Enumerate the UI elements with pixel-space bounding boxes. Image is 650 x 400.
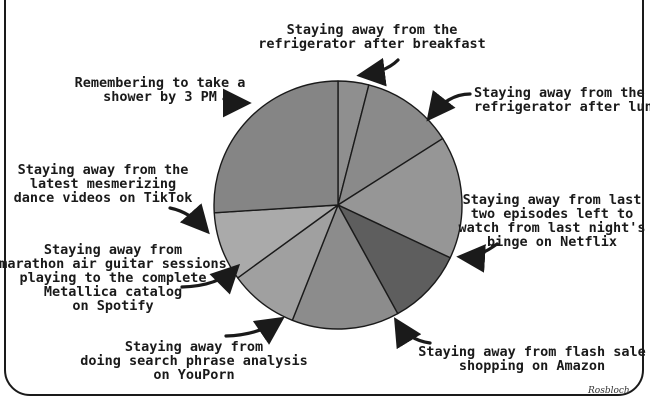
label-arrow-7 <box>168 203 210 235</box>
pie-slices <box>213 80 463 330</box>
label-arrow-1 <box>356 57 400 87</box>
label-arrow-3 <box>456 242 499 273</box>
pie-slice-4 <box>337 204 451 315</box>
pie-slice-8 <box>213 80 339 214</box>
label-arrow-5 <box>224 316 285 345</box>
label-arrow-8 <box>222 88 252 118</box>
artist-signature: Rosbloch <box>588 386 630 396</box>
label-arrows <box>168 57 499 350</box>
pie-slice-5 <box>291 204 399 330</box>
label-arrow-4 <box>393 317 432 350</box>
cartoon-frame <box>4 0 644 396</box>
label-arrow-6 <box>180 263 241 295</box>
label-arrow-2 <box>426 89 472 122</box>
pie-slice-3 <box>337 137 463 259</box>
